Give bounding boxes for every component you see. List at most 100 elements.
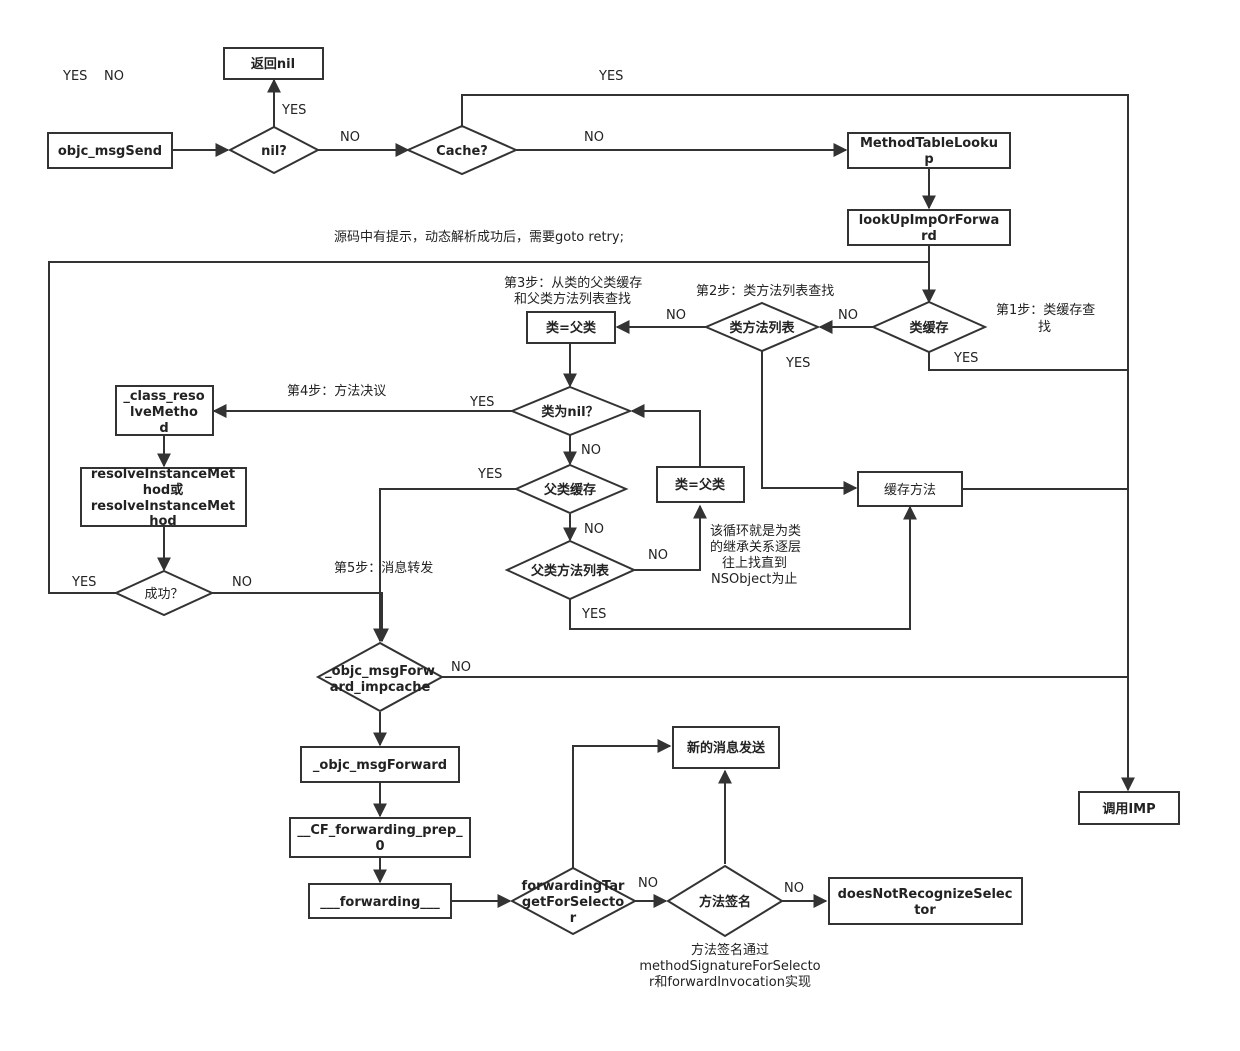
- edge-classcache-yes: [928, 352, 1128, 371]
- node-msg-forward: _objc_msgForward: [300, 746, 460, 783]
- edge-supercache-yes-forward: [373, 488, 516, 643]
- label-class-method-list: 类方法列表: [729, 320, 795, 336]
- label-class-resolve-1: _class_reso: [123, 389, 204, 404]
- label-super-method-list: 父类方法列表: [530, 563, 610, 579]
- label-classcache-no: NO: [838, 308, 858, 323]
- label-impcache-2: ard_impcache: [330, 680, 431, 695]
- edge-supermethods-no-loop: [634, 504, 707, 571]
- nodes: objc_msgSend nil? 返回nil Cache? MethodTab…: [47, 47, 1180, 938]
- edge-methodlist-yes-cache: [761, 350, 858, 495]
- node-method-signature: 方法签名: [666, 864, 784, 938]
- label-dnr-2: tor: [914, 903, 936, 918]
- edge-retry-loop: [48, 261, 929, 594]
- label-target-1: forwardingTar: [522, 879, 625, 894]
- node-msg-forward-impcache: _objc_msgForw ard_impcache: [315, 641, 445, 713]
- node-new-message: 新的消息发送: [672, 726, 780, 769]
- label-new-message: 新的消息发送: [687, 740, 766, 756]
- label-cf-prep-1: __CF_forwarding_prep_: [297, 823, 463, 838]
- label-method-table-1: MethodTableLooku: [860, 136, 998, 151]
- node-cf-forwarding-prep: __CF_forwarding_prep_ 0: [289, 817, 471, 858]
- label-resolve-instance-1: resolveInstanceMet: [91, 467, 235, 482]
- label-resolve-instance-3: resolveInstanceMet: [91, 499, 235, 514]
- label-methodlist-no: NO: [666, 308, 686, 323]
- label-method-signature: 方法签名: [699, 894, 751, 910]
- legend-yes: YES: [62, 69, 87, 84]
- note-loop-line3: 往上找直到: [722, 556, 787, 571]
- connectors: [48, 78, 1135, 908]
- node-class-resolve-method: _class_reso lveMetho d: [115, 385, 214, 436]
- label-target-3: r: [570, 911, 577, 926]
- node-nil-check: nil?: [227, 125, 321, 175]
- label-nil-check: nil?: [261, 144, 287, 159]
- label-supermethods-no: NO: [648, 548, 668, 563]
- note-loop-line1: 该循环就是为类: [710, 524, 801, 539]
- label-nil-yes: YES: [281, 103, 306, 118]
- label-methodlist-yes: YES: [785, 356, 810, 371]
- label-class-cache: 类缓存: [909, 320, 948, 336]
- note-step3-line2: 和父类方法列表查找: [514, 291, 631, 307]
- label-cache-check: Cache?: [436, 144, 488, 159]
- label-supercache-yes: YES: [477, 467, 502, 482]
- label-cache-no: NO: [584, 130, 604, 145]
- edge-target-newmsg: [572, 739, 672, 868]
- label-msg-forward: _objc_msgForward: [313, 758, 447, 773]
- label-success-no: NO: [232, 575, 252, 590]
- label-impcache-1: _objc_msgForw: [325, 664, 435, 679]
- label-resolve-instance-4: hod: [149, 514, 177, 529]
- edge-success-no-forward: [212, 592, 389, 643]
- label-classnil-no: NO: [581, 443, 601, 458]
- label-dnr-1: doesNotRecognizeSelec: [838, 887, 1013, 902]
- label-super-cache: 父类缓存: [543, 482, 596, 498]
- node-super-method-list: 父类方法列表: [504, 539, 637, 601]
- note-step5: 第5步：消息转发: [334, 560, 433, 576]
- label-supermethods-yes: YES: [581, 607, 606, 622]
- node-class-method-list: 类方法列表: [703, 301, 821, 353]
- edge-supermethods-yes-cache: [569, 505, 917, 630]
- edge-cache-yes-to-imp: [461, 94, 1135, 792]
- annotations: YES NO YES NO YES NO 源码中有提示，动态解析成功后，需要go…: [62, 69, 1095, 990]
- note-step1-line1: 第1步：类缓存查: [996, 303, 1095, 318]
- label-cf-prep-2: 0: [375, 839, 384, 854]
- note-loop-line2: 的继承关系逐层: [710, 539, 801, 555]
- label-method-table-2: p: [924, 152, 933, 167]
- label-nil-no: NO: [340, 130, 360, 145]
- label-class-is-nil: 类为nil？: [541, 404, 598, 420]
- node-cache-method: 缓存方法: [857, 471, 963, 507]
- label-call-imp: 调用IMP: [1102, 802, 1155, 817]
- node-call-imp: 调用IMP: [1078, 791, 1180, 825]
- note-step4: 第4步：方法决议: [287, 383, 386, 399]
- node-forwarding-target: forwardingTar getForSelecto r: [509, 866, 638, 936]
- label-signature-no: NO: [784, 881, 804, 896]
- node-resolve-instance-method: resolveInstanceMet hod或 resolveInstanceM…: [80, 467, 247, 529]
- edge-loop-up-classnil: [630, 404, 701, 467]
- label-lookup-1: lookUpImpOrForwa: [859, 213, 999, 228]
- node-class-eq-super-2: 类=父类: [656, 466, 745, 503]
- node-return-nil: 返回nil: [223, 47, 324, 80]
- node-objc-msgsend: objc_msgSend: [47, 132, 173, 169]
- note-signature-line2: methodSignatureForSelecto: [639, 959, 820, 974]
- note-step3-line1: 第3步：从类的父类缓存: [504, 275, 642, 291]
- legend-no: NO: [104, 69, 124, 84]
- label-resolve-instance-2: hod或: [143, 482, 184, 498]
- label-classcache-yes: YES: [953, 351, 978, 366]
- node-class-is-nil: 类为nil？: [509, 385, 633, 437]
- note-loop-line4: NSObject为止: [711, 572, 797, 587]
- label-classnil-yes: YES: [469, 395, 494, 410]
- label-objc-msgsend: objc_msgSend: [58, 144, 162, 159]
- note-signature-line3: r和forwardInvocation实现: [649, 975, 811, 990]
- node-super-cache: 父类缓存: [513, 463, 629, 515]
- note-step2: 第2步：类方法列表查找: [696, 283, 834, 299]
- note-signature-line1: 方法签名通过: [691, 942, 769, 958]
- label-cache-yes: YES: [598, 69, 623, 84]
- label-class-eq-super-1: 类=父类: [546, 320, 597, 336]
- node-forwarding: ___forwarding___: [308, 883, 452, 919]
- label-class-resolve-3: d: [159, 421, 168, 436]
- node-class-eq-super-1: 类=父类: [526, 311, 616, 344]
- label-lookup-2: rd: [921, 229, 937, 244]
- node-does-not-recognize: doesNotRecognizeSelec tor: [828, 877, 1023, 925]
- label-target-no: NO: [638, 876, 658, 891]
- node-class-cache: 类缓存: [870, 300, 988, 354]
- label-forwarding: ___forwarding___: [320, 895, 440, 910]
- label-cache-method: 缓存方法: [884, 482, 936, 498]
